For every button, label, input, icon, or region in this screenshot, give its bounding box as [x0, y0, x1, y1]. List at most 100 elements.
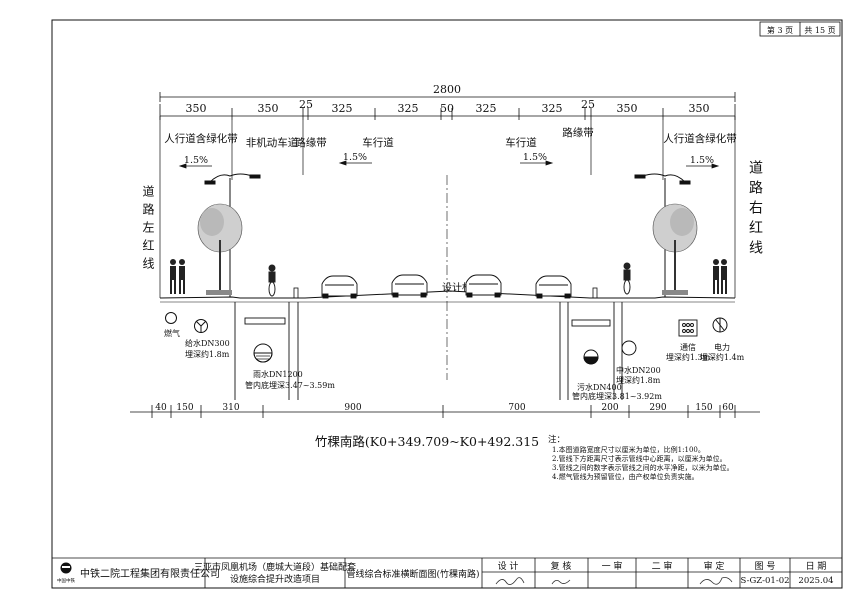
drawing-date: 2025.04	[798, 576, 833, 586]
seg-label: 50	[440, 102, 454, 115]
red-line-left-label: 道路左红线	[141, 185, 155, 275]
bottom-dimension-labels: 40 150 310 900 700 200 290 150 60	[155, 403, 734, 413]
zone-ped-right: 人行道含绿化带	[663, 132, 737, 145]
rain-depth: 管内底埋深3.47~3.59m	[245, 380, 335, 390]
sewage-depth: 管内底埋深3.81~3.92m	[572, 391, 662, 401]
seg-label: 350	[689, 102, 710, 115]
seg-label: 325	[398, 102, 419, 115]
zone-lane-left: 车行道	[362, 136, 394, 149]
signature-mark	[495, 577, 733, 585]
seg-label: 325	[542, 102, 563, 115]
drawing-title: 管线综合标准横断面图(竹稞南路)	[346, 568, 479, 580]
bottom-seg-label: 700	[508, 403, 525, 413]
slope-label: 1.5%	[184, 155, 208, 166]
water-supply-depth: 埋深约1.8m	[185, 349, 230, 359]
tree-left	[197, 203, 243, 295]
page-number: 第 3 页	[767, 25, 793, 35]
seg-label: 25	[299, 98, 313, 111]
top-segment-dimension	[159, 104, 736, 120]
header-cell: 复 核	[551, 560, 572, 572]
zone-labels: 人行道含绿化带 非机动车道 路缘带 车行道 车行道 路缘带 人行道含绿化带	[164, 126, 737, 149]
slope-label: 1.5%	[690, 155, 714, 166]
zone-lane-right: 车行道	[505, 136, 537, 149]
title-block	[52, 557, 842, 588]
zone-nonmotor: 非机动车道	[246, 136, 299, 149]
note-item: 2.管线下方距离尺寸表示管线中心距离，以厘米为单位。	[552, 454, 727, 463]
reclaimed-water-pipe-icon	[621, 340, 637, 356]
zone-ped-left: 人行道含绿化带	[164, 132, 238, 145]
seg-label: 350	[617, 102, 638, 115]
pedestrian-icon	[713, 259, 727, 294]
telecom-depth: 埋深约1.3m	[666, 352, 711, 362]
note-item: 4.燃气管线为预留管位，由产权单位负责实施。	[552, 472, 699, 481]
car-icon	[535, 275, 572, 299]
project-name-line1: 三亚市凤凰机场（鹿城大道段）基础配套	[194, 561, 356, 573]
page-total: 共 15 页	[804, 26, 835, 35]
water-supply-label: 给水DN300	[185, 338, 230, 348]
total-dimension	[159, 92, 736, 102]
header-cell: 设 计	[498, 560, 519, 572]
page-counter: 第 3 页 共 15 页	[759, 21, 841, 37]
bottom-seg-label: 60	[722, 403, 734, 413]
red-line-right-label: 道路右红线	[747, 160, 763, 260]
notes-block: 注： 1.本图道路宽度尺寸以厘米为单位，比例1:100。 2.管线下方距离尺寸表…	[548, 434, 734, 481]
bottom-seg-label: 900	[344, 403, 361, 413]
header-cell: 日 期	[806, 561, 827, 572]
note-item: 3.管线之间的数字表示管线之间的水平净距，以米为单位。	[552, 463, 734, 472]
rain-pipe-icon	[253, 343, 273, 363]
bottom-seg-label: 150	[176, 403, 193, 413]
sewage-pipe-icon	[583, 349, 599, 365]
seg-label: 325	[476, 102, 497, 115]
bottom-seg-label: 310	[222, 403, 239, 413]
road-section	[159, 175, 736, 380]
telecom-label: 通信	[680, 342, 696, 352]
slope-label: 1.5%	[343, 152, 367, 163]
header-cell: 一 审	[602, 560, 623, 572]
company-name: 中铁二院工程集团有限责任公司	[80, 567, 220, 580]
seg-label: 25	[581, 98, 595, 111]
telecom-duct-icon	[678, 319, 698, 337]
car-icon	[321, 275, 358, 299]
cyclist-icon	[268, 264, 276, 297]
zone-guide-lines	[159, 116, 736, 298]
bottom-seg-label: 200	[601, 403, 618, 413]
project-name-line2: 设施综合提升改造项目	[230, 573, 320, 585]
power-label: 电力	[714, 342, 730, 352]
seg-label: 350	[186, 102, 207, 115]
company-logo: 中国中铁	[57, 562, 75, 584]
car-icon	[465, 274, 502, 298]
reclaimed-depth: 埋深约1.8m	[616, 375, 661, 385]
bottom-seg-label: 150	[695, 403, 712, 413]
tree-right	[652, 203, 698, 295]
sheet-frame	[51, 19, 843, 589]
top-segment-labels: 350 350 25 325 325 50 325 325 25 350 350	[186, 98, 710, 115]
zone-curb-right: 路缘带	[562, 126, 594, 139]
bottom-seg-label: 290	[649, 403, 666, 413]
car-icon	[391, 274, 428, 298]
note-item: 1.本图道路宽度尺寸以厘米为单位，比例1:100。	[552, 445, 705, 454]
section-title: 竹稞南路(K0+349.709~K0+492.315	[315, 434, 539, 449]
seg-label: 350	[258, 102, 279, 115]
zone-curb-left: 路缘带	[295, 136, 327, 149]
slope-labels: 1.5% 1.5% 1.5% 1.5%	[184, 152, 714, 166]
seg-label: 325	[332, 102, 353, 115]
power-cable-icon	[712, 317, 728, 333]
gas-pipe-icon	[165, 312, 177, 324]
header-cell: 二 审	[652, 560, 673, 572]
pipe-labels: 燃气 给水DN300 埋深约1.8m 雨水DN1200 管内底埋深3.47~3.…	[164, 328, 745, 401]
total-width-label: 2800	[433, 83, 461, 96]
bottom-dimension	[130, 405, 760, 418]
water-supply-pipe-icon	[194, 319, 208, 333]
header-cell: 图 号	[755, 561, 776, 572]
power-depth: 埋深约1.4m	[700, 352, 745, 362]
notes-heading: 注：	[548, 434, 565, 445]
bollard	[293, 287, 598, 299]
header-cell: 审 定	[704, 560, 725, 572]
title-block-headers: 设 计 复 核 一 审 二 审 审 定 图 号 日 期	[498, 560, 827, 572]
rain-label: 雨水DN1200	[253, 369, 303, 379]
pedestrian-icon	[170, 259, 185, 294]
reclaimed-label: 中水DN200	[616, 365, 661, 375]
logo-text: 中国中铁	[57, 577, 75, 584]
gas-label: 燃气	[164, 328, 180, 338]
